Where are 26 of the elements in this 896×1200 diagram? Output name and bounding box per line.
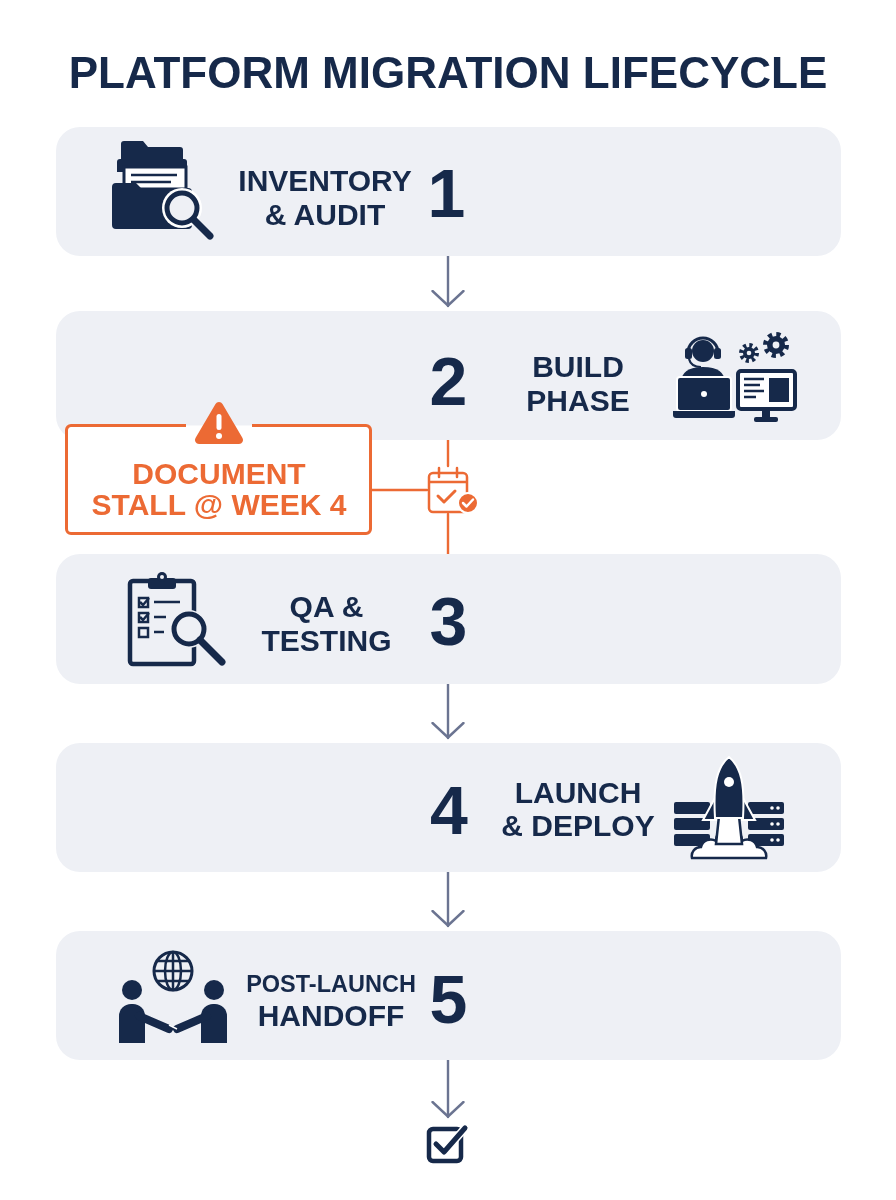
diagram-title: PLATFORM MIGRATION LIFECYCLE (68, 48, 828, 97)
callout-text: DOCUMENT STALL @ WEEK 4 (91, 457, 347, 521)
stage-title: POST-LAUNCH HANDOFF (246, 970, 416, 1032)
connector-line (370, 488, 429, 492)
stage-title: LAUNCH & DEPLOY (501, 776, 655, 842)
stage-band (56, 311, 841, 440)
stage-band (56, 743, 841, 872)
checked-box-icon (426, 1122, 470, 1164)
stage-band (56, 931, 841, 1060)
stage-band (56, 127, 841, 256)
step-number: 3 (429, 583, 468, 659)
arrow (431, 870, 465, 928)
connector-line (446, 438, 450, 468)
stage-title: QA & TESTING (261, 589, 392, 657)
stage-title: BUILD PHASE (526, 349, 630, 417)
calendar-check-icon (427, 466, 479, 514)
arrow (431, 254, 465, 308)
arrow (431, 1058, 465, 1119)
stage-title: INVENTORY & AUDIT (238, 163, 412, 231)
step-number: 4 (430, 772, 468, 848)
step-number: 2 (429, 343, 468, 419)
stage-band (56, 554, 841, 684)
arrow (431, 682, 465, 740)
step-number: 1 (427, 155, 466, 231)
step-number: 5 (429, 961, 468, 1037)
connector-line (446, 512, 450, 556)
